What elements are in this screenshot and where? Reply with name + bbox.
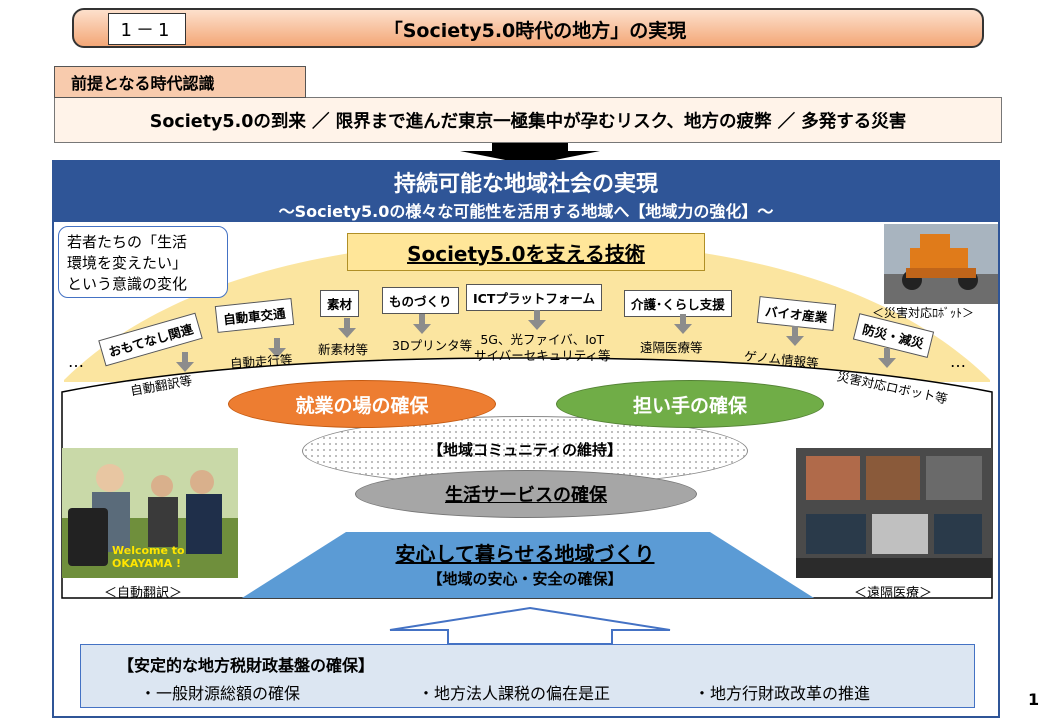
example-new-materials: 新素材等 (318, 342, 369, 357)
page-number: 1 (1028, 690, 1040, 709)
field-materials: 素材 (320, 290, 360, 317)
auto-translation-photo: Welcome to OKAYAMA ! (62, 448, 238, 578)
example-3d-printer: 3Dプリンタ等 (392, 338, 473, 353)
fiscal-base-box (80, 644, 975, 708)
technology-title: Society5.0を支える技術 (347, 233, 705, 271)
field-manufacturing: ものづくり (382, 287, 459, 314)
robot-caption: ＜災害対応ﾛﾎﾞｯﾄ＞ (872, 306, 975, 320)
telemedicine-caption: ＜遠隔医療＞ (854, 586, 933, 601)
premise-label: 前提となる時代認識 (54, 66, 306, 98)
translation-caption: ＜自動翻訳＞ (104, 586, 183, 601)
ellipsis-left: … (68, 352, 84, 371)
disaster-robot-photo (884, 224, 998, 304)
safe-community-trapezoid (242, 532, 814, 598)
robot-icon (884, 224, 998, 304)
main-title: 持続可能な地域社会の実現 (393, 172, 658, 197)
monitor-screens-icon (796, 448, 992, 578)
main-subtitle: ～Society5.0の様々な可能性を活用する地域へ【地域力の強化】～ (278, 202, 774, 221)
field-ict-platform: ICTプラットフォーム (466, 284, 602, 311)
fiscal-item-general-revenue: ・一般財源総額の確保 (140, 684, 301, 703)
fiscal-item-corporate-tax: ・地方法人課税の偏在是正 (418, 684, 611, 703)
ellipsis-right: … (950, 352, 966, 371)
page-title: 「Society5.0時代の地方」の実現 (383, 19, 687, 42)
field-care-living: 介護･くらし支援 (624, 290, 732, 317)
down-arrow-icon (460, 143, 600, 165)
title-bar (72, 8, 984, 48)
example-ict: 5G、光ファイバ、IoT サイバーセキュリティ等 (474, 332, 611, 363)
fiscal-item-reform: ・地方行財政改革の推進 (694, 684, 871, 703)
safe-community-subtitle: 【地域の安心・安全の確保】 (427, 570, 623, 588)
youth-awareness-note: 若者たちの「生活 環境を変えたい」 という意識の変化 (58, 226, 228, 298)
safe-community-title: 安心して暮らせる地域づくり (395, 542, 655, 566)
life-services-oval: 生活サービスの確保 (355, 470, 697, 518)
main-header (54, 162, 998, 222)
fiscal-title: 【安定的な地方税財政基盤の確保】 (118, 656, 375, 675)
workers-oval: 担い手の確保 (556, 380, 824, 428)
example-telemedicine: 遠隔医療等 (640, 340, 703, 355)
up-arrow-icon (389, 606, 671, 645)
telemedicine-photo (796, 448, 992, 578)
translation-overlay-text: Welcome to OKAYAMA ! (112, 544, 185, 570)
employment-oval: 就業の場の確保 (228, 380, 496, 428)
premise-text: Society5.0の到来 ／ 限界まで進んだ東京一極集中が孕むリスク、地方の疲… (54, 97, 1002, 143)
section-number: 1－1 (108, 13, 186, 45)
people-photo-icon (62, 448, 238, 578)
field-arrows (176, 310, 896, 372)
